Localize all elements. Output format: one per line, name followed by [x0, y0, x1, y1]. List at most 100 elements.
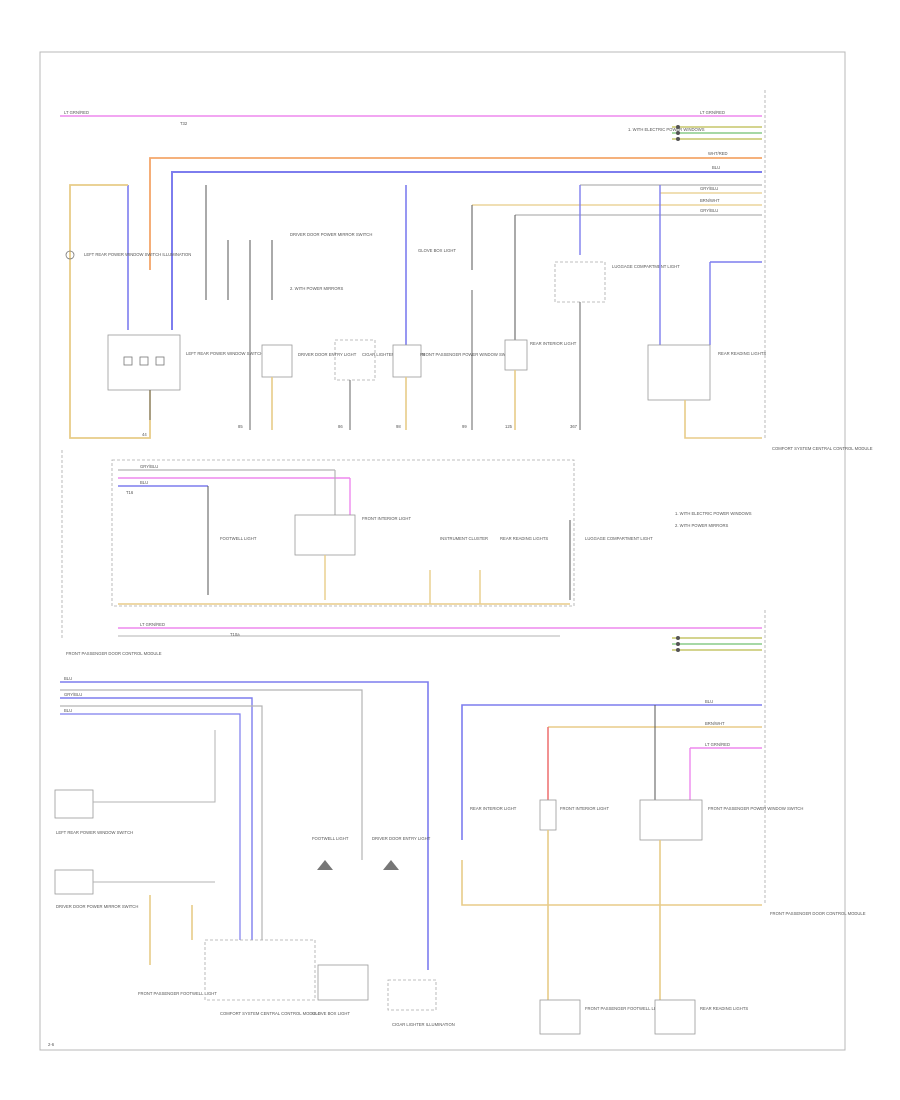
grey-bus-b1 [60, 689, 363, 860]
wire-label-grey-1: GRY/BLU [700, 186, 718, 191]
ground-label: 85 [238, 424, 243, 429]
wire-label-pink-2: LT GRN/RED [700, 110, 725, 115]
wire-label-b3: BLU [64, 708, 72, 713]
blue-bus-b2 [60, 697, 253, 940]
front-passenger-switch-br-box [639, 799, 703, 841]
label-cigar-bottom: CIGAR LIGHTER ILLUMINATION [392, 1022, 455, 1027]
wire-label-tan: BRN/WHT [700, 198, 720, 203]
wire-label-pink-mid: LT GRN/RED [140, 622, 165, 627]
label-left-rear-window-switch: LEFT REAR POWER WINDOW SWITCH [186, 351, 263, 356]
label-comfort-module: COMFORT SYSTEM CENTRAL CONTROL MODULE [220, 1011, 321, 1016]
front-interior-light-br-box [539, 799, 557, 831]
grey-bus-b2 [60, 705, 263, 940]
label-front-passenger-br: FRONT PASSENGER POWER WINDOW SWITCH [708, 806, 803, 811]
driver-mirror-switch-bottom-box [54, 869, 94, 895]
splice-dot [676, 137, 680, 141]
label-front-interior-br: FRONT INTERIOR LIGHT [560, 806, 609, 811]
left-rear-window-switch-bottom-box [54, 789, 94, 819]
ground-label: 98 [396, 424, 401, 429]
tan-loop-left [69, 184, 151, 439]
luggage-light-box [554, 261, 606, 303]
wire-label-grey-2: GRY/BLU [700, 208, 718, 213]
label-luggage-light: LUGGAGE COMPARTMENT LIGHT [612, 264, 680, 269]
bulb-icon [65, 250, 75, 260]
cigar-lighter-box [334, 339, 376, 381]
switch-contact [139, 356, 149, 366]
note-power-windows: 1. WITH ELECTRIC POWER WINDOWS [628, 127, 705, 132]
glove-box-light-bottom-box [317, 964, 369, 1001]
wire-label-br-pink: LT GRN/RED [705, 742, 730, 747]
switch-contact [155, 356, 165, 366]
connector-label-t16: T16 [126, 490, 134, 495]
wire-label-orange: WHT/RED [708, 151, 728, 156]
splice-dot [676, 642, 680, 646]
blue-bus-b1 [60, 681, 429, 970]
middle-section: GRY/BLU BLU T16 FOOTWELL LIGHT FRONT INT… [66, 459, 762, 656]
cigar-light-bottom-box [387, 979, 437, 1011]
front-interior-light-frame [111, 459, 575, 607]
rear-reading-br-box [654, 999, 696, 1035]
wire-label-pink-1: LT GRN/RED [64, 110, 89, 115]
label-footwell-br: FRONT PASSENGER FOOTWELL LIGHT [585, 1006, 664, 1011]
legend-item-2: 2. WITH POWER MIRRORS [675, 523, 728, 528]
label-driver-mirror-switch: DRIVER DOOR POWER MIRROR SWITCH [290, 232, 372, 237]
wire-label-b1: BLU [64, 676, 72, 681]
label-glove-box-light: GLOVE BOX LIGHT [418, 248, 456, 253]
front-passenger-window-switch-box [392, 344, 422, 378]
front-interior-light-box [294, 514, 356, 556]
grey-wire-b [93, 730, 216, 803]
label-comfort-module-top: COMFORT SYSTEM CENTRAL CONTROL MODULE [772, 446, 873, 451]
orange-bus [149, 157, 762, 270]
diagram-frame [39, 51, 846, 1051]
wire-label-br-tan: BRN/WHT [705, 721, 725, 726]
splice-dot [676, 636, 680, 640]
comfort-module-box [204, 939, 316, 1001]
ground-label: 125 [505, 424, 513, 429]
blue-bus-b3 [60, 713, 241, 940]
bulb-symbol [317, 860, 333, 870]
label-luggage-mid: LUGGAGE COMPARTMENT LIGHT [585, 536, 653, 541]
label-rear-interior-light: REAR INTERIOR LIGHT [530, 341, 577, 346]
label-rear-reading-mid: REAR READING LIGHTS [500, 536, 548, 541]
label-driver-door-entry-light: DRIVER DOOR ENTRY LIGHT [298, 352, 357, 357]
splice-dot [676, 648, 680, 652]
label-front-passenger-module-br: FRONT PASSENGER DOOR CONTROL MODULE [770, 911, 866, 916]
label-front-footwell-bottom: FRONT PASSENGER FOOTWELL LIGHT [138, 991, 217, 996]
ground-label: 86 [338, 424, 343, 429]
wire-label-mid-1: GRY/BLU [140, 464, 158, 469]
label-left-rear-switch-bottom: LEFT REAR POWER WINDOW SWITCH [56, 830, 133, 835]
label-entry-light-bottom: DRIVER DOOR ENTRY LIGHT [372, 836, 431, 841]
note-power-mirrors: 2. WITH POWER MIRRORS [290, 286, 343, 291]
rear-interior-light-box [504, 339, 528, 371]
legend-item-1: 1. WITH ELECTRIC POWER WINDOWS [675, 511, 752, 516]
switch-contact [123, 356, 133, 366]
label-footwell-bottom: FOOTWELL LIGHT [312, 836, 349, 841]
splice-dot [676, 131, 680, 135]
wire-label-br-blue: BLU [705, 699, 713, 704]
rear-reading-lights-box [647, 344, 711, 401]
label-driver-mirror-bottom: DRIVER DOOR POWER MIRROR SWITCH [56, 904, 138, 909]
ground-label: 99 [462, 424, 467, 429]
bottom-right-section: BLU BRN/WHT LT GRN/RED FRONT INTERIOR LI… [461, 699, 866, 1035]
blue-bus [171, 171, 762, 330]
ground-label: 367 [570, 424, 578, 429]
label-footwell-light-mid: FOOTWELL LIGHT [220, 536, 257, 541]
label-front-passenger-window-switch: FRONT PASSENGER POWER WINDOW SWITCH [420, 352, 515, 357]
left-rear-power-window-switch-box [107, 334, 181, 391]
blue-bus-br [461, 704, 762, 840]
splice-dot [676, 125, 680, 129]
bottom-left-section: BLU GRY/BLU BLU LEFT REAR POWER WINDOW S… [48, 676, 455, 1047]
wire-label-mid-2: BLU [140, 480, 148, 485]
label-rear-reading-br: REAR READING LIGHTS [700, 1006, 748, 1011]
connector-label-t32: T32 [180, 121, 188, 126]
tan-ground-right [684, 400, 762, 439]
driver-door-entry-light-box [261, 344, 293, 378]
bulb-symbol [383, 860, 399, 870]
connector-label-t10a: T10a [230, 632, 240, 637]
tan-bus-br-low [461, 860, 762, 906]
label-rear-reading-lights: REAR READING LIGHTS [718, 351, 766, 356]
label-front-passenger-door-module: FRONT PASSENGER DOOR CONTROL MODULE [66, 651, 162, 656]
wire-label-b2: GRY/BLU [64, 692, 82, 697]
page-id: 2-6 [48, 1042, 55, 1047]
